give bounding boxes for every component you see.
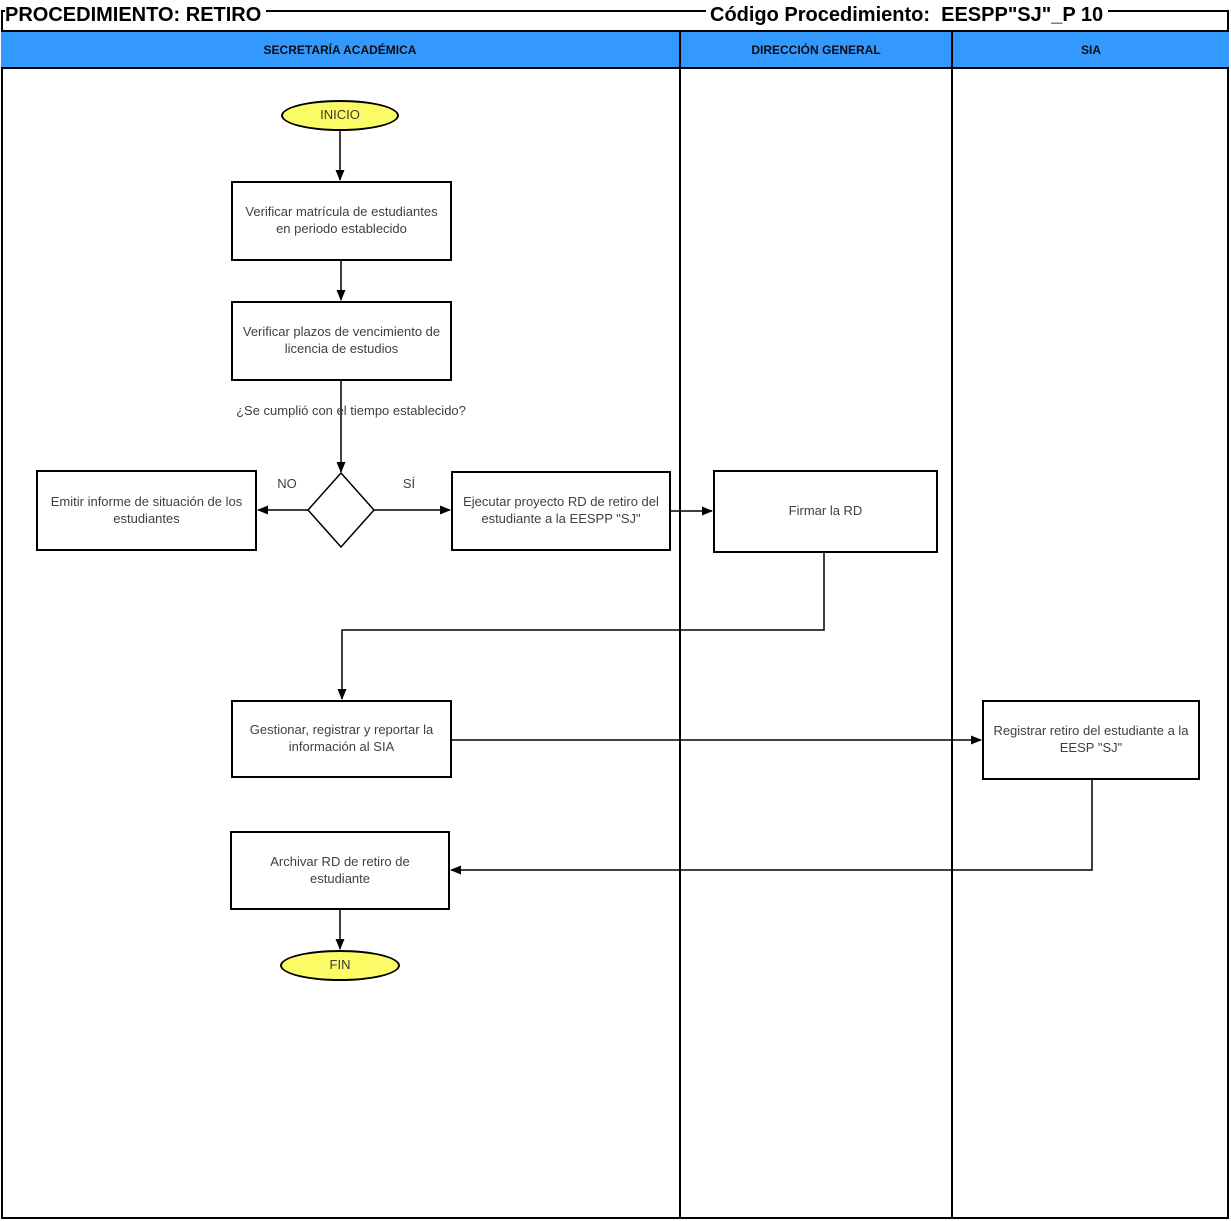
end-terminator: FIN [280,950,400,981]
decision-diamond [306,471,376,549]
connector-firmar-to-gestionar [337,553,825,700]
process-emitir-informe: Emitir informe de situación de los estud… [36,470,257,551]
branch-label-si: SÍ [402,476,416,491]
process-archivar-rd: Archivar RD de retiro de estudiante [230,831,450,910]
swimlane-header-band: SECRETARÍA ACADÉMICA DIRECCIÓN GENERAL S… [1,30,1229,69]
process-ejecutar-proyecto: Ejecutar proyecto RD de retiro del estud… [451,471,671,551]
process-verificar-matricula: Verificar matrícula de estudiantes en pe… [231,181,452,261]
process-verificar-plazos: Verificar plazos de vencimiento de licen… [231,301,452,381]
lane-header-direccion-general: DIRECCIÓN GENERAL [679,32,951,67]
process-registrar-retiro: Registrar retiro del estudiante a la EES… [982,700,1200,780]
process-gestionar-informacion: Gestionar, registrar y reportar la infor… [231,700,452,778]
start-terminator: INICIO [281,100,399,131]
procedure-code: Código Procedimiento: EESPP"SJ"_P 10 [706,3,1109,28]
lane-header-sia: SIA [951,32,1229,67]
decision-question-label: ¿Se cumplió con el tiempo establecido? [236,403,466,418]
lane-divider-2 [951,69,953,1217]
branch-label-no: NO [277,476,297,491]
lane-divider-1 [679,69,681,1217]
diagram-frame [1,10,1229,1219]
process-firmar-rd: Firmar la RD [713,470,938,553]
procedure-title: PROCEDIMIENTO: RETIRO [5,3,267,28]
lane-header-secretaria-academica: SECRETARÍA ACADÉMICA [263,42,417,57]
connector-registrar-to-archivar [450,780,1093,875]
